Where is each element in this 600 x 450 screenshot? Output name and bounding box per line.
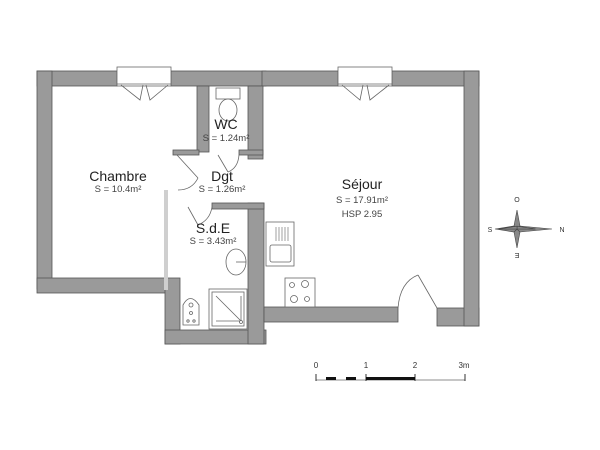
window-sejour <box>337 66 393 101</box>
scale-tick-label: 0 <box>314 361 319 370</box>
room-dgt: Dgt S = 1.26m² <box>199 168 246 195</box>
compass-label-right: N <box>559 227 564 234</box>
compass-label-bottom: E <box>514 251 519 258</box>
doors <box>176 154 438 309</box>
room-area: S = 1.26m² <box>199 184 246 195</box>
room-height: HSP 2.95 <box>342 209 383 220</box>
room-sde: S.d.E S = 3.43m² <box>190 220 237 247</box>
room-wc: WC S = 1.24m² <box>203 116 250 144</box>
walls <box>36 70 480 345</box>
room-area: S = 10.4m² <box>95 184 142 195</box>
room-area: S = 3.43m² <box>190 236 237 247</box>
scale-bar: 0 1 2 3m <box>314 361 470 381</box>
scale-tick-label: 1 <box>364 361 369 370</box>
room-name: Chambre <box>89 168 147 184</box>
scale-tick-label: 2 <box>413 361 418 370</box>
room-name: S.d.E <box>196 220 230 236</box>
room-area: S = 1.24m² <box>203 133 250 144</box>
compass-rose-icon: O N S E <box>488 197 565 258</box>
room-sejour: Séjour S = 17.91m² HSP 2.95 <box>336 176 388 220</box>
bidet-toilet-icon <box>182 298 200 326</box>
compass-label-left: S <box>488 227 493 234</box>
room-name: Séjour <box>342 176 383 192</box>
cooktop-icon <box>284 277 316 308</box>
room-name: WC <box>214 116 237 132</box>
shower-icon <box>208 288 248 330</box>
room-area: S = 17.91m² <box>336 195 388 206</box>
scale-tick-label: 3m <box>458 361 469 370</box>
room-chambre: Chambre S = 10.4m² <box>89 168 147 195</box>
wc-toilet-icon <box>215 87 241 122</box>
compass-label-top: O <box>514 197 520 204</box>
kitchen-sink-icon <box>265 221 295 267</box>
room-name: Dgt <box>211 168 233 184</box>
sink-icon <box>225 248 247 276</box>
window-chambre <box>116 66 172 101</box>
